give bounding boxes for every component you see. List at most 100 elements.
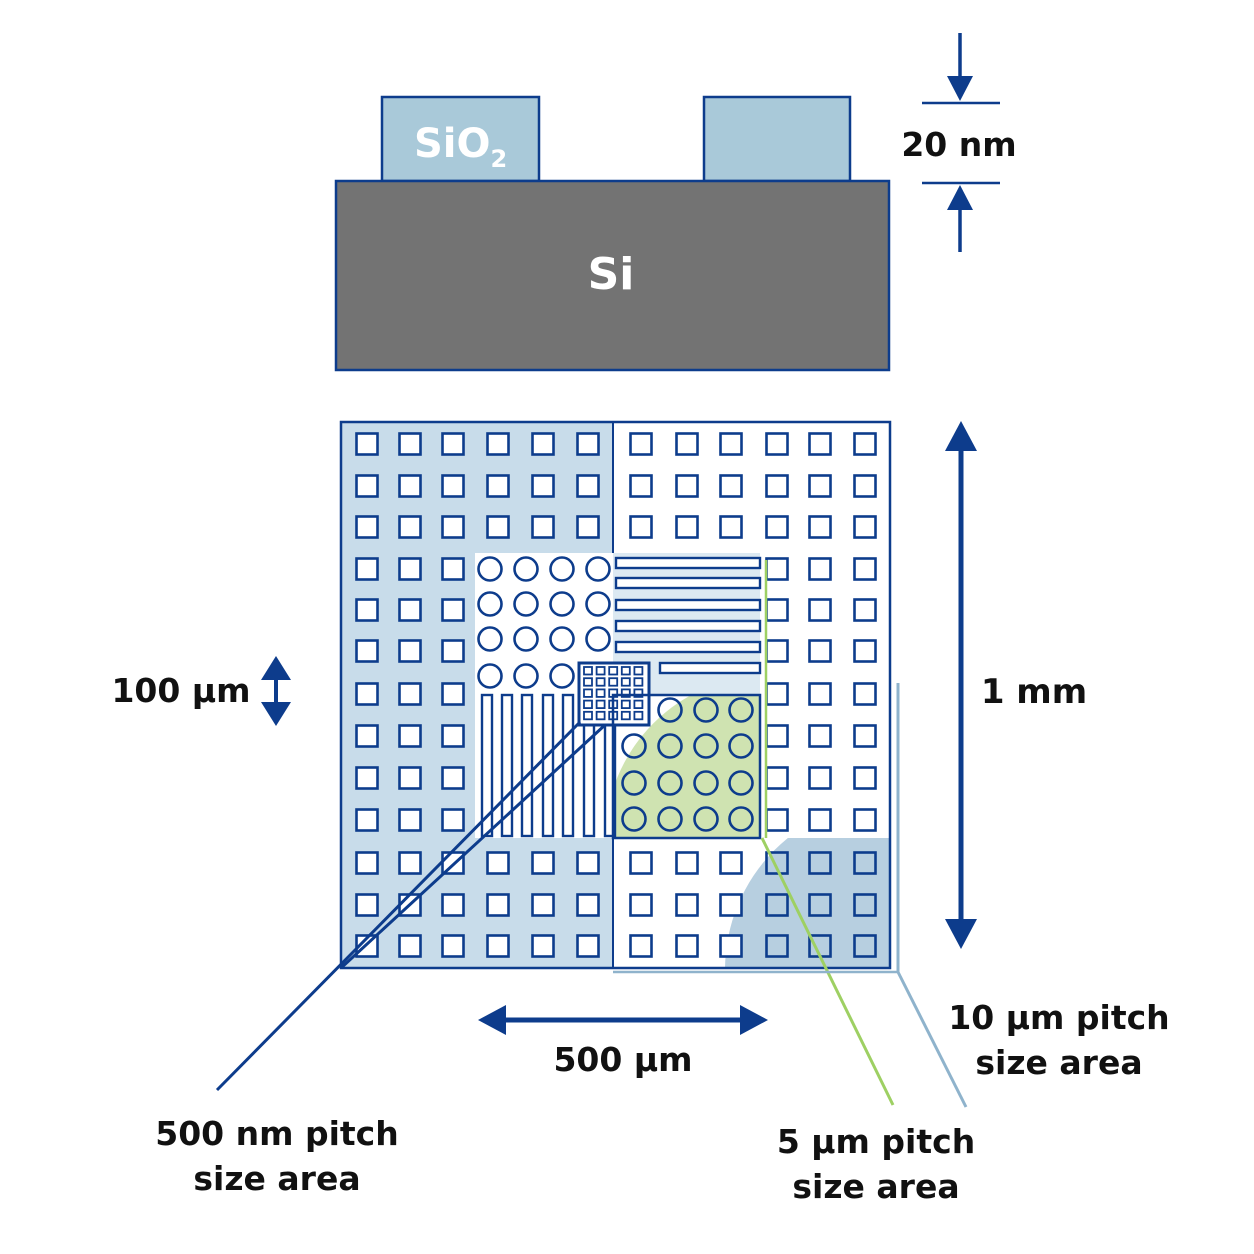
circle-feature [728,733,754,759]
width-dimension: 500 µm [478,1005,768,1079]
fine-square [633,699,644,709]
height-label: 1 mm [981,672,1087,712]
square-feature [675,934,699,958]
callout-10um-line1: 10 µm pitch [948,998,1169,1037]
square-feature [675,851,699,875]
square-feature [486,893,510,917]
square-feature [531,934,555,958]
circle-feature [657,770,683,796]
horizontal-line-array [614,556,762,675]
square-feature [629,893,653,917]
circle-feature [657,697,683,723]
square-feature [576,432,600,456]
thickness-dimension: 20 nm [901,33,1017,252]
square-feature [765,934,789,958]
width-label: 500 µm [553,1040,692,1079]
square-feature [765,893,789,917]
vertical-line-array [480,693,617,838]
square-feature [398,766,422,790]
square-feature [719,934,743,958]
square-feature [765,432,789,456]
square-feature [441,474,465,498]
fine-square [595,699,606,709]
square-feature [629,474,653,498]
callout-5um-line2: size area [792,1167,959,1206]
square-feature [355,639,379,663]
fine-square [595,710,606,721]
fine-square [633,710,644,721]
square-feature [355,893,379,917]
cross-section: SiO2 Si 20 nm [334,33,1017,372]
circle-array [477,556,754,832]
thickness-label: 20 nm [901,125,1016,164]
callout-500nm-line2: size area [193,1159,360,1198]
circle-feature [549,626,575,652]
arrow-up-icon [945,421,977,451]
square-feature [355,724,379,748]
circle-feature [513,626,539,652]
square-feature [719,432,743,456]
circle-feature [585,556,611,582]
square-feature [576,851,600,875]
circle-feature [585,626,611,652]
arrow-up-icon [947,185,973,210]
square-feature [765,557,789,581]
square-feature [853,639,877,663]
circle-feature [728,806,754,832]
fine-square [620,688,631,698]
square-feature [441,766,465,790]
line-feature [614,598,762,612]
blue-10um-region [725,838,890,968]
square-feature [531,474,555,498]
fine-square [595,688,606,698]
square-feature [398,724,422,748]
square-feature [355,598,379,622]
square-feature [398,639,422,663]
square-feature [486,851,510,875]
square-feature [629,934,653,958]
circle-feature [513,663,539,689]
square-feature [441,639,465,663]
line-feature [614,619,762,633]
square-feature [853,557,877,581]
square-feature [765,851,789,875]
circle-feature [728,770,754,796]
circle-feature [513,556,539,582]
square-feature [398,682,422,706]
square-feature [486,432,510,456]
square-feature [629,851,653,875]
square-feature [355,766,379,790]
feature-label: 100 µm [111,671,250,710]
circle-feature [477,556,503,582]
square-feature [719,893,743,917]
green-5um-region [613,695,760,838]
square-feature [675,893,699,917]
square-feature [719,515,743,539]
square-feature [531,851,555,875]
silicon-substrate [334,179,891,372]
square-feature [355,432,379,456]
circle-feature [477,663,503,689]
square-feature [441,682,465,706]
square-feature [441,598,465,622]
square-feature [808,766,832,790]
square-feature [398,432,422,456]
square-feature [765,598,789,622]
square-feature [355,557,379,581]
square-feature [765,474,789,498]
fine-square [620,677,631,687]
fine-square [583,699,593,709]
fine-square [583,688,593,698]
square-feature [808,682,832,706]
square-feature [441,724,465,748]
line-feature [520,693,534,838]
square-feature [486,474,510,498]
square-feature [853,682,877,706]
square-feature [853,808,877,832]
square-feature [853,893,877,917]
square-feature [853,724,877,748]
line-feature [658,661,762,675]
circle-feature [657,733,683,759]
fine-square [608,666,619,676]
oxide-block-left [380,95,541,183]
